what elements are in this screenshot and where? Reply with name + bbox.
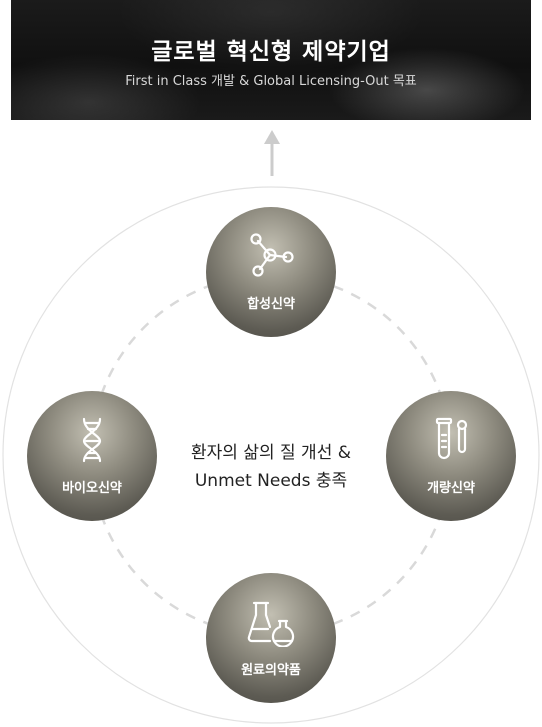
outer-ring [2, 186, 540, 724]
center-text-line1: 환자의 삶의 질 개선 & [191, 443, 351, 463]
node-improved-drug: 개량신약 [386, 391, 516, 521]
node-label: 원료의약품 [241, 663, 301, 678]
node-label: 합성신약 [247, 297, 295, 312]
node-api: 원료의약품 [206, 573, 336, 703]
header-banner: 글로벌 혁신형 제약기업 First in Class 개발 & Global … [11, 0, 531, 120]
flask-icon [247, 601, 295, 647]
node-label: 바이오신약 [62, 481, 122, 496]
dna-icon [82, 417, 102, 463]
node-synthetic-drug: 합성신약 [206, 207, 336, 337]
banner-subtitle: First in Class 개발 & Global Licensing-Out… [125, 74, 417, 89]
banner-title: 글로벌 혁신형 제약기업 [151, 39, 391, 65]
molecule-icon [250, 233, 294, 277]
center-text-line2: Unmet Needs 충족 [194, 471, 348, 491]
test-tubes-icon [435, 417, 468, 460]
node-label: 개량신약 [427, 481, 475, 496]
node-bio-drug: 바이오신약 [27, 391, 157, 521]
diagram: 합성신약 바이오신약 개량신약 [0, 184, 542, 727]
up-arrow-icon [264, 130, 280, 176]
